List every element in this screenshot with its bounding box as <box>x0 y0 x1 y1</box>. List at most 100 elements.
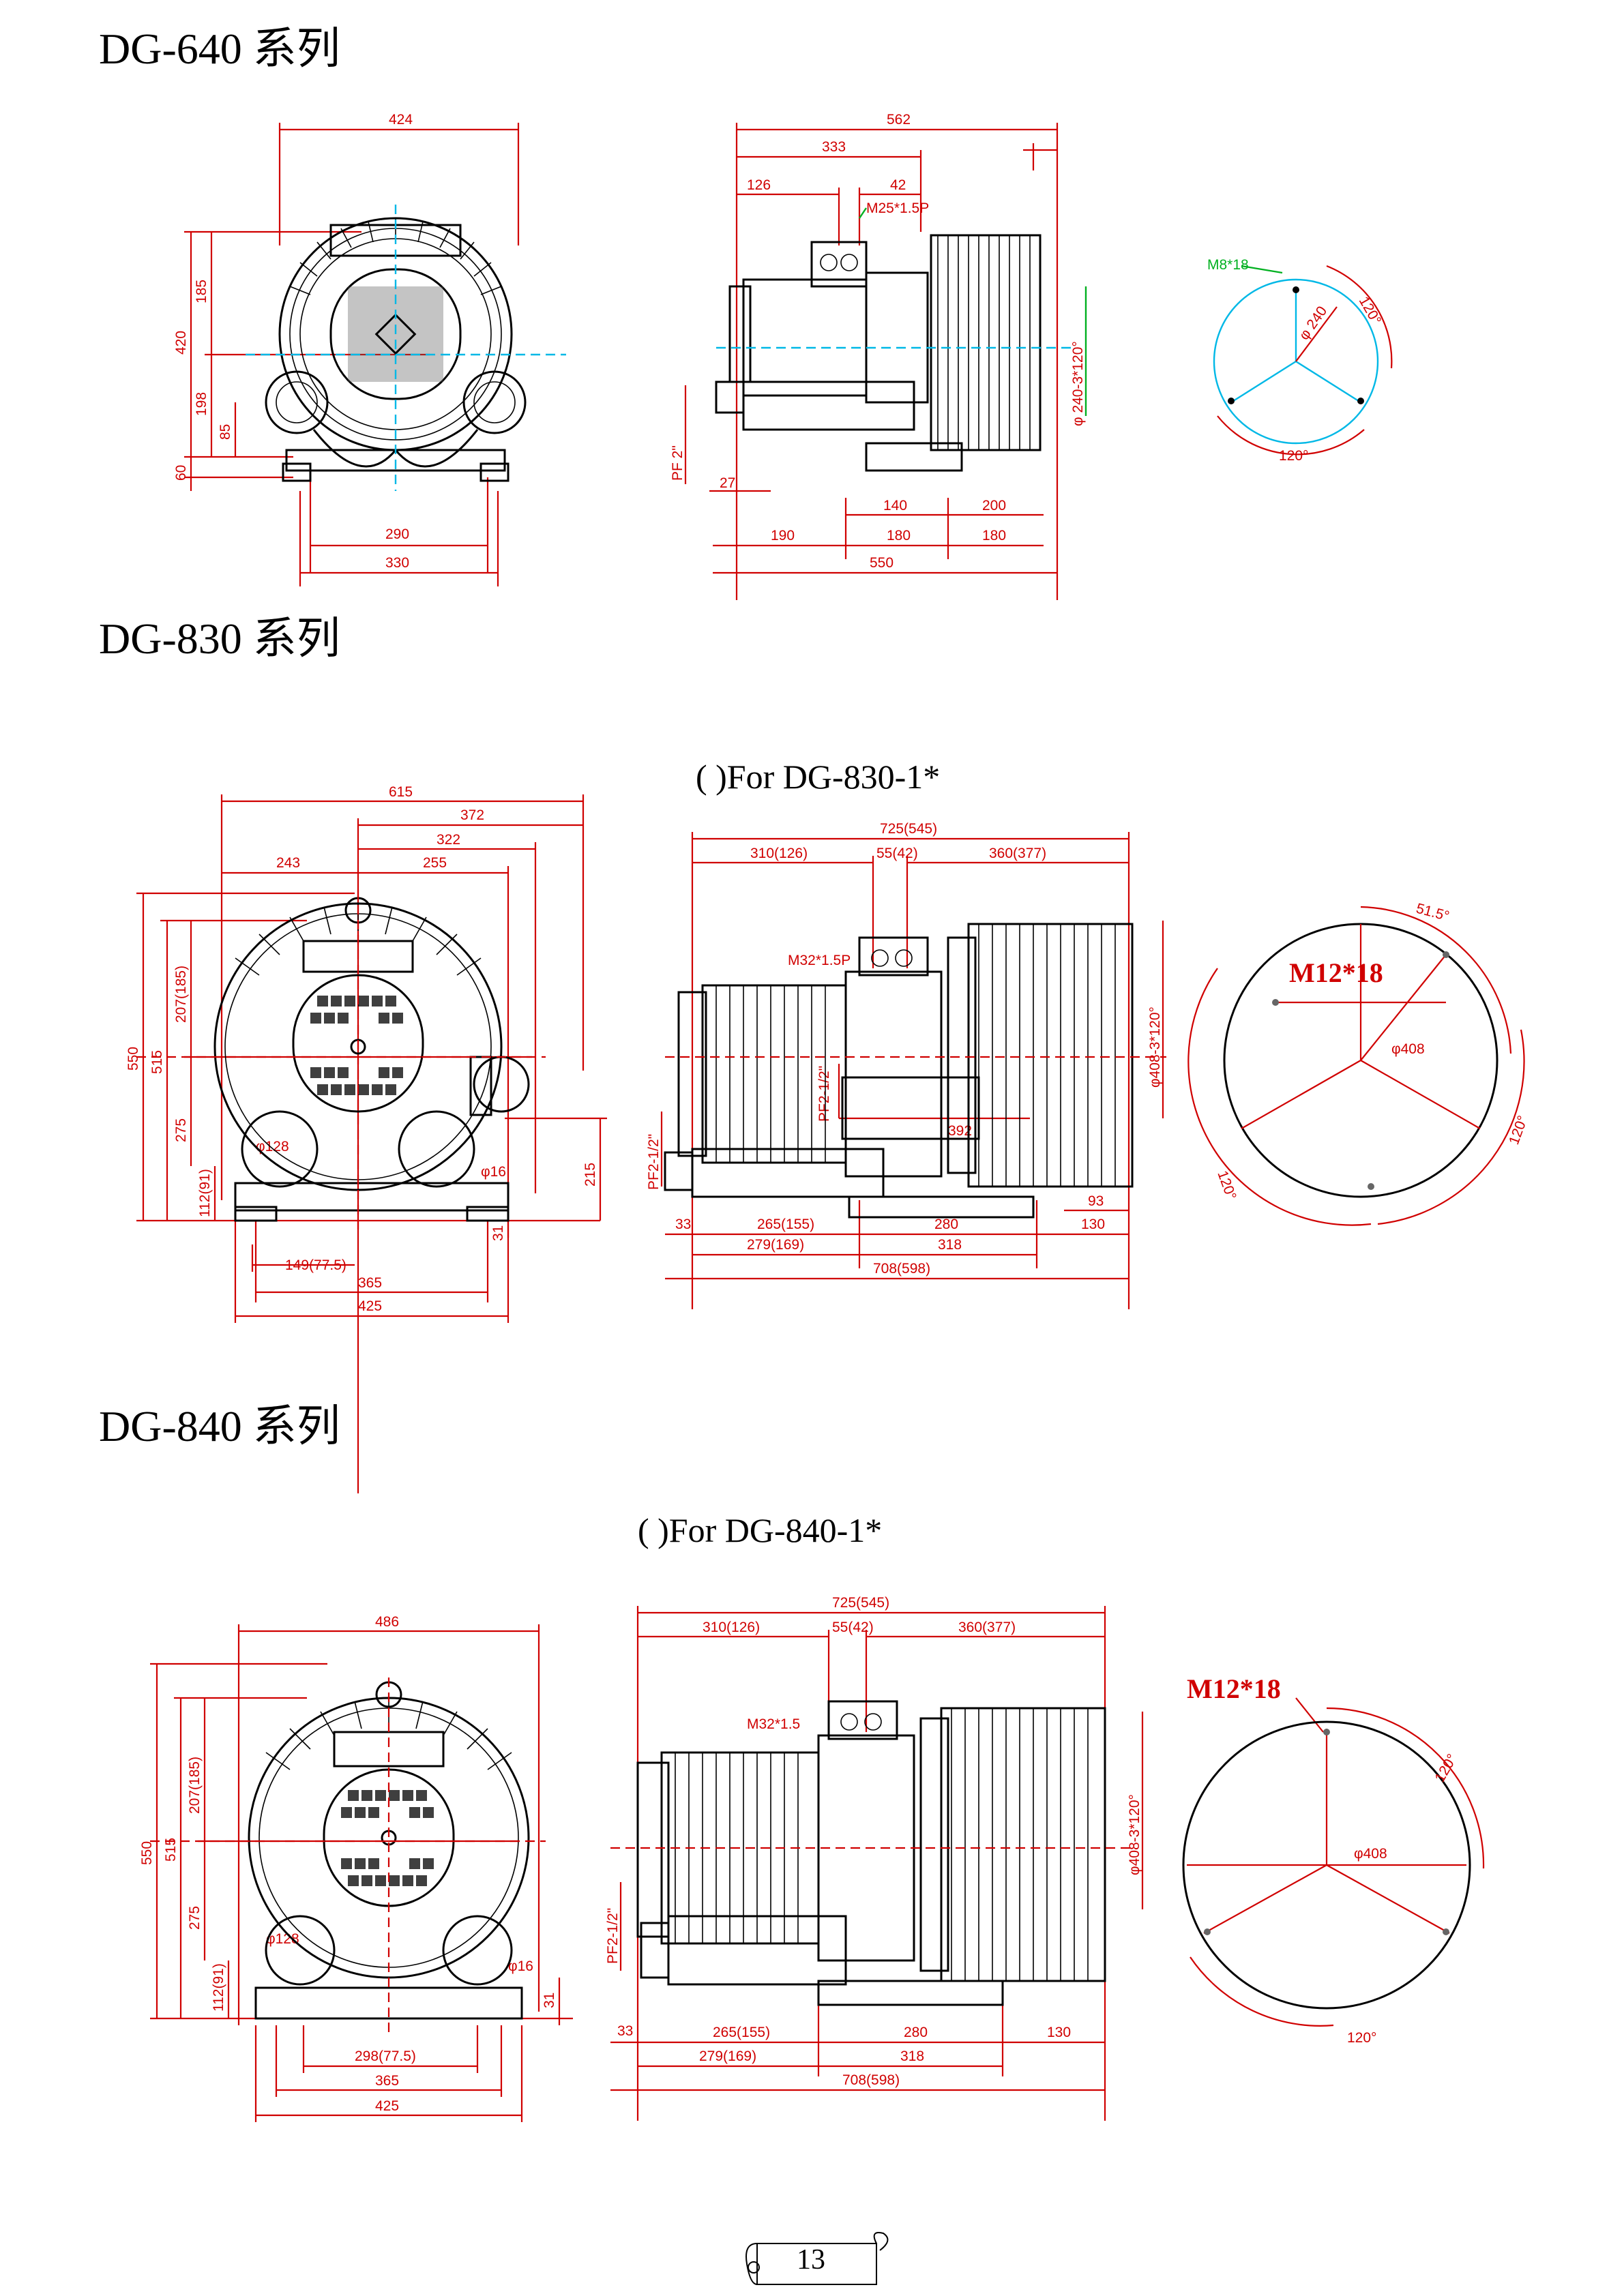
dim-725: 725(545) <box>880 821 937 837</box>
dim-515: 515 <box>149 1050 165 1074</box>
dim-265: 265(155) <box>757 1217 814 1232</box>
dim-310: 310(126) <box>750 846 808 861</box>
dg840-side-view: 725(545) 310(126) 55(42) 360(377) M32*1.… <box>605 1595 1144 2121</box>
dim-310: 310(126) <box>703 1620 760 1635</box>
dim-708: 708(598) <box>873 1261 930 1277</box>
dim-215: 215 <box>582 1163 598 1187</box>
flange-pattern-830: φ408-3*120° <box>1147 1007 1163 1088</box>
subtitle-dg830: ( )For DG-830-1* <box>696 758 941 796</box>
flange-bolt-m8: M8*18 <box>1207 257 1249 273</box>
flange-dia-408-840: φ408 <box>1354 1846 1387 1862</box>
subtitle-dg840: ( )For DG-840-1* <box>638 1511 883 1549</box>
dim-515: 515 <box>163 1838 179 1862</box>
flange-bolt-m12-840: M12*18 <box>1187 1673 1281 1704</box>
dg830-side-view: 725(545) 310(126) 55(42) 360(377) M32*1.… <box>646 821 1166 1309</box>
dim-149: 149(77.5) <box>285 1257 346 1273</box>
dim-200: 200 <box>982 498 1006 513</box>
dg640-side-view: 562 333 126 42 M25*1.5P PF 2" 27 140 200… <box>670 112 1087 600</box>
dim-275: 275 <box>187 1906 203 1930</box>
dim-708: 708(598) <box>842 2072 900 2088</box>
thread-m32-840: M32*1.5 <box>747 1716 800 1732</box>
page-number: 13 <box>797 2244 825 2276</box>
dim-42: 42 <box>890 177 906 193</box>
dim-33: 33 <box>675 1217 691 1232</box>
dim-198: 198 <box>194 392 209 416</box>
dim-112: 112(91) <box>197 1169 213 1217</box>
dim-330: 330 <box>385 555 409 571</box>
dim-55: 55(42) <box>832 1620 874 1635</box>
dim-60: 60 <box>173 465 189 481</box>
flange-angle-1: 120° <box>1506 1114 1531 1147</box>
dim-333: 333 <box>822 139 846 155</box>
port-dia: φ128 <box>256 1139 289 1154</box>
section-title-dg840: DG-840 系列 <box>99 1402 340 1450</box>
dim-130: 130 <box>1081 1217 1105 1232</box>
dim-318: 318 <box>900 2048 924 2064</box>
dim-360: 360(377) <box>958 1620 1016 1635</box>
thread-m25: M25*1.5P <box>866 200 929 216</box>
dim-290: 290 <box>385 526 409 542</box>
dim-420: 420 <box>173 331 189 355</box>
dim-27: 27 <box>720 475 735 491</box>
flange-angle-1-840: 120° <box>1432 1751 1460 1785</box>
dim-93: 93 <box>1088 1193 1104 1209</box>
dim-280: 280 <box>904 2025 928 2040</box>
port-dia: φ128 <box>266 1931 299 1947</box>
hole-dia: φ16 <box>481 1164 506 1180</box>
flange-angle-2-840: 120° <box>1347 2030 1376 2046</box>
flange-dia-408: φ408 <box>1391 1041 1425 1057</box>
dim-126: 126 <box>747 177 771 193</box>
hole-dia: φ16 <box>508 1958 533 1974</box>
dim-425: 425 <box>375 2098 399 2114</box>
dim-615: 615 <box>389 784 413 800</box>
dim-55: 55(42) <box>876 846 918 861</box>
dim-185: 185 <box>194 280 209 303</box>
dim-360: 360(377) <box>989 846 1046 861</box>
dim-550: 550 <box>126 1047 141 1071</box>
section-title-dg640: DG-640 系列 <box>99 25 340 73</box>
dg830-flange: M12*18 φ408 51.5° 120° 120° <box>1187 901 1531 1226</box>
dim-85: 85 <box>218 424 233 440</box>
dim-298: 298(77.5) <box>355 2048 416 2064</box>
dim-279: 279(169) <box>747 1237 804 1253</box>
dg640-front-view: 424 420 185 198 85 60 290 330 <box>173 112 566 586</box>
flange-pattern: φ 240-3*120° <box>1070 341 1086 426</box>
flange-angle-2: 120° <box>1214 1169 1239 1202</box>
dg840-front-view: 486 550 515 207(185) 275 112(91) 31 φ128… <box>139 1614 573 2122</box>
dg830-front-view: 615 372 322 243 255 550 515 207(185) 275… <box>126 784 607 1493</box>
dim-31: 31 <box>490 1225 506 1241</box>
dim-31: 31 <box>542 1993 557 2008</box>
dg840-flange: M12*18 φ408 120° 120° <box>1182 1673 1485 2046</box>
dim-365: 365 <box>358 1275 382 1291</box>
dim-550: 550 <box>870 555 894 571</box>
dim-365: 365 <box>375 2073 399 2089</box>
dim-275: 275 <box>173 1118 189 1142</box>
flange-pattern-840: φ408-3*120° <box>1127 1794 1142 1875</box>
flange-bolt-m12: M12*18 <box>1289 957 1383 988</box>
dim-140: 140 <box>883 498 907 513</box>
thread-m32: M32*1.5P <box>788 953 851 968</box>
dim-207: 207(185) <box>187 1757 203 1814</box>
pf-2: PF 2" <box>670 445 685 481</box>
pf-840: PF2-1/2" <box>605 1908 621 1964</box>
dim-725: 725(545) <box>832 1595 889 1611</box>
dim-265: 265(155) <box>713 2025 770 2040</box>
dim-255: 255 <box>423 855 447 871</box>
dim-486: 486 <box>375 1614 399 1630</box>
dim-180b: 180 <box>982 528 1006 543</box>
dim-279: 279(169) <box>699 2048 756 2064</box>
dim-180a: 180 <box>887 528 911 543</box>
dim-372: 372 <box>460 807 484 823</box>
dim-243: 243 <box>276 855 300 871</box>
flange-angle-2: 120° <box>1279 448 1308 464</box>
dim-207: 207(185) <box>173 966 189 1023</box>
dim-550: 550 <box>139 1841 155 1865</box>
dim-280: 280 <box>934 1217 958 1232</box>
pf-a: PF2-1/2" <box>816 1066 832 1122</box>
dg640-flange: M8*18 φ 240 120° 120° <box>1207 257 1393 464</box>
section-title-dg830: DG-830 系列 <box>99 614 340 663</box>
dim-318: 318 <box>938 1237 962 1253</box>
dim-424: 424 <box>389 112 413 128</box>
dim-190: 190 <box>771 528 795 543</box>
dim-392: 392 <box>948 1123 972 1139</box>
